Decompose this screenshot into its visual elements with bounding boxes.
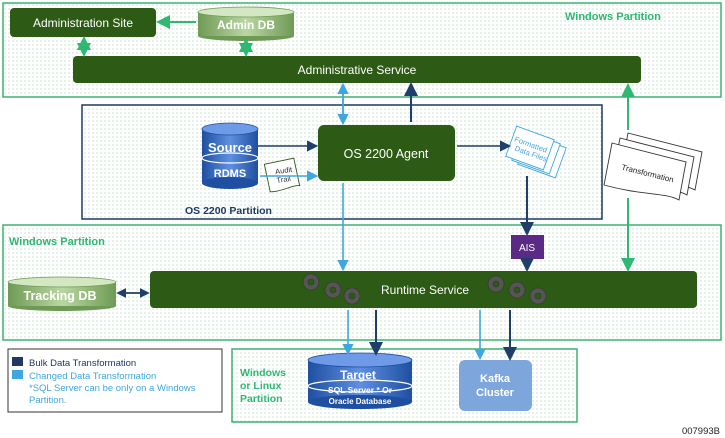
source-rdms-cylinder — [201, 122, 259, 189]
legend-bulk-label: Bulk Data Transformation — [29, 358, 136, 369]
tracking-db-cylinder — [7, 276, 117, 311]
kafka-label-2: Cluster — [476, 387, 515, 399]
target-cylinder — [307, 352, 413, 409]
runtime-service-box — [150, 271, 697, 308]
gear-icons-right — [487, 275, 547, 305]
ais-box — [511, 235, 544, 259]
os2200-partition-label: OS 2200 Partition — [185, 205, 272, 217]
legend-changed-label: Changed Data Transformation — [29, 371, 156, 382]
legend-box — [7, 348, 223, 413]
formatted-data-files-icon — [505, 125, 567, 179]
bottom-partition-label-3: Partition — [240, 393, 283, 405]
legend-changed-swatch — [12, 370, 23, 379]
rdms-label: RDMS — [214, 168, 246, 180]
admin-db-cylinder — [197, 6, 295, 41]
target-label: Target — [340, 368, 376, 382]
audit-label-2: Trail — [276, 174, 292, 185]
audit-label-1: Audit — [275, 165, 294, 176]
target-sub-label-2: Oracle Database — [329, 397, 392, 406]
administrative-service-label: Administrative Service — [298, 63, 417, 77]
bottom-partition-label-1: Windows — [240, 367, 286, 379]
target-sub-label-1: SQL Server * Or — [328, 385, 393, 395]
legend-note-line-2: Partition. — [29, 395, 67, 406]
gear-icons-left — [302, 273, 361, 305]
administration-site-label: Administration Site — [33, 16, 133, 30]
kafka-label-1: Kafka — [480, 373, 511, 385]
runtime-service-label: Runtime Service — [381, 283, 469, 297]
kafka-cluster-box — [459, 360, 532, 411]
source-label: Source — [208, 140, 252, 155]
top-windows-partition-label: Windows Partition — [565, 11, 661, 23]
os2200-agent-label: OS 2200 Agent — [344, 147, 429, 161]
bottom-partition-label-2: or Linux — [240, 380, 282, 392]
admin-db-label: Admin DB — [217, 18, 275, 32]
transformation-documents-icon — [603, 132, 703, 201]
audit-trail-document-icon — [263, 157, 301, 193]
ais-label: AIS — [519, 243, 535, 254]
tracking-db-label: Tracking DB — [24, 289, 97, 303]
legend-bulk-swatch — [12, 357, 23, 366]
os2200-agent-box — [318, 125, 455, 181]
figure-id: 007993B — [682, 426, 720, 437]
administration-site-box — [10, 8, 156, 37]
legend-note-line-1: *SQL Server can be only on a Windows — [29, 383, 196, 394]
administrative-service-box — [73, 56, 641, 83]
mid-windows-partition-label: Windows Partition — [9, 236, 105, 248]
